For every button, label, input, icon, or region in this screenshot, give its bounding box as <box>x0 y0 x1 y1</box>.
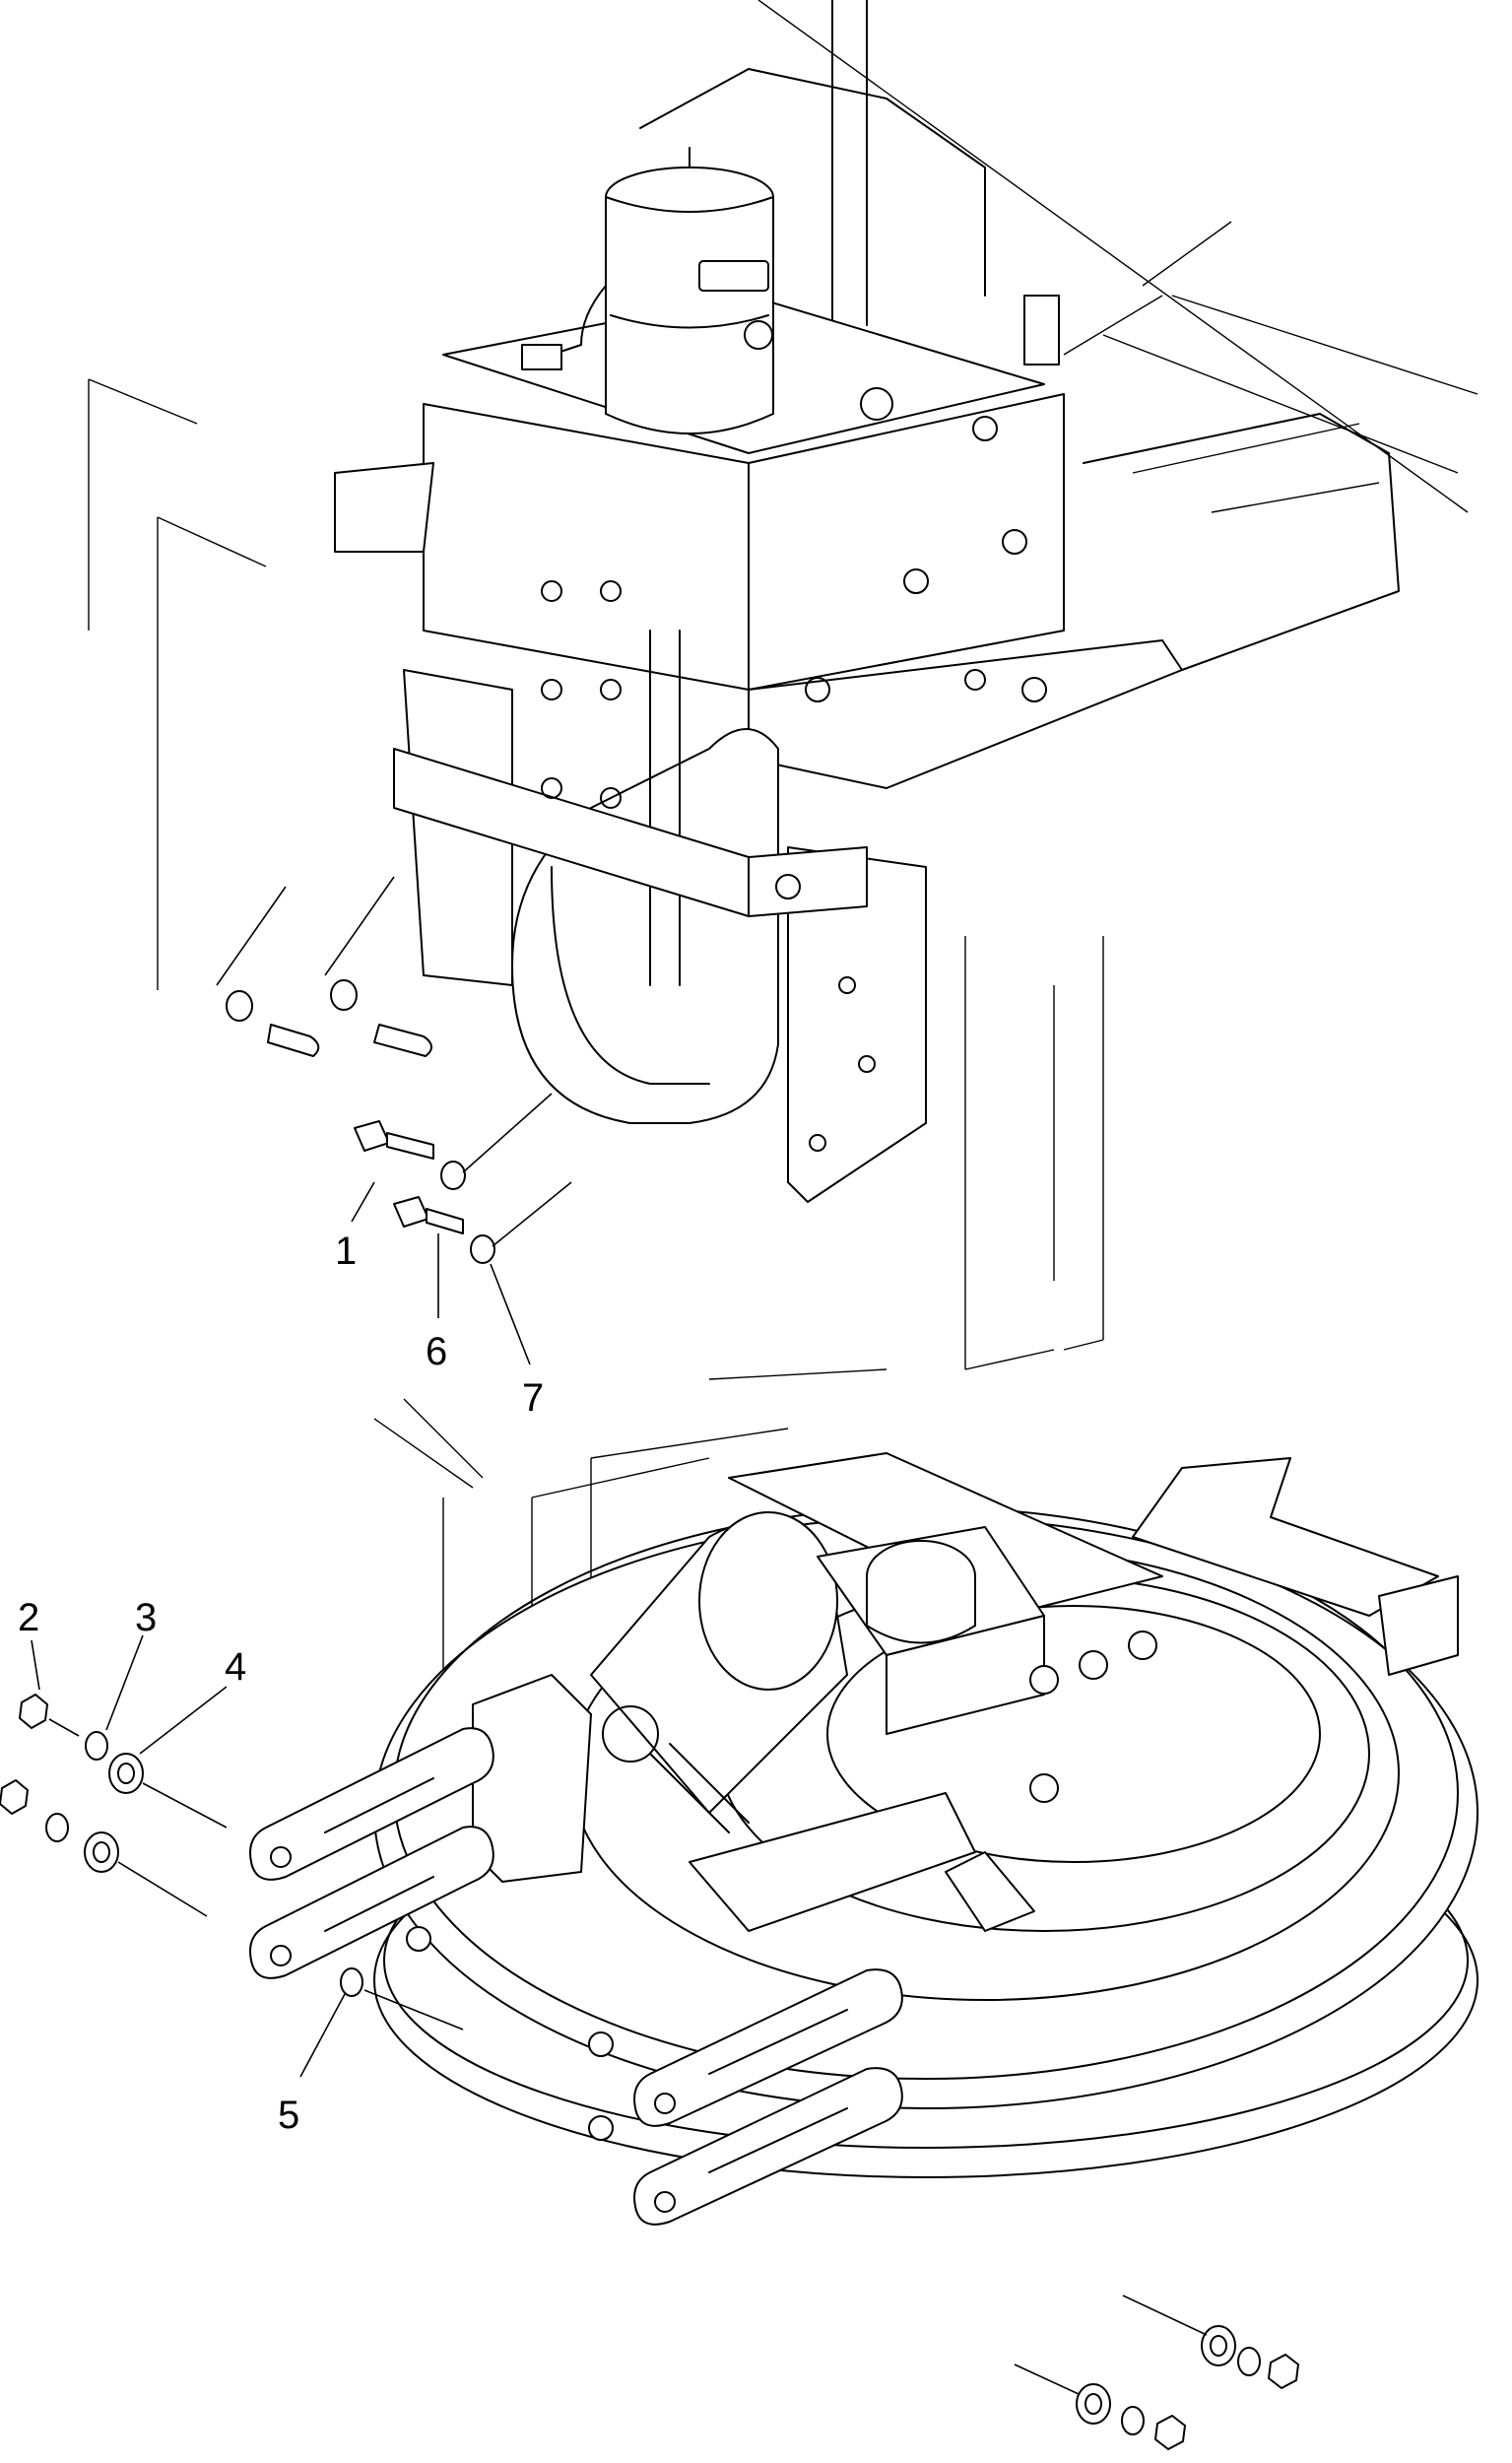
callout-1: 1 <box>335 1230 357 1273</box>
callout-5: 5 <box>278 2094 299 2137</box>
lower-pad-assembly <box>249 1368 1479 2226</box>
callout-3: 3 <box>135 1596 157 1639</box>
callout-7: 7 <box>522 1376 544 1420</box>
callout-labels: 1 2 3 4 5 6 7 <box>18 1181 544 2137</box>
upper-hardware <box>216 876 572 1264</box>
callout-4: 4 <box>225 1645 246 1689</box>
upper-motor-assembly <box>88 0 1479 1370</box>
callout-2: 2 <box>18 1596 39 1639</box>
lower-hardware <box>0 1694 1299 2450</box>
callout-6: 6 <box>426 1330 447 1373</box>
